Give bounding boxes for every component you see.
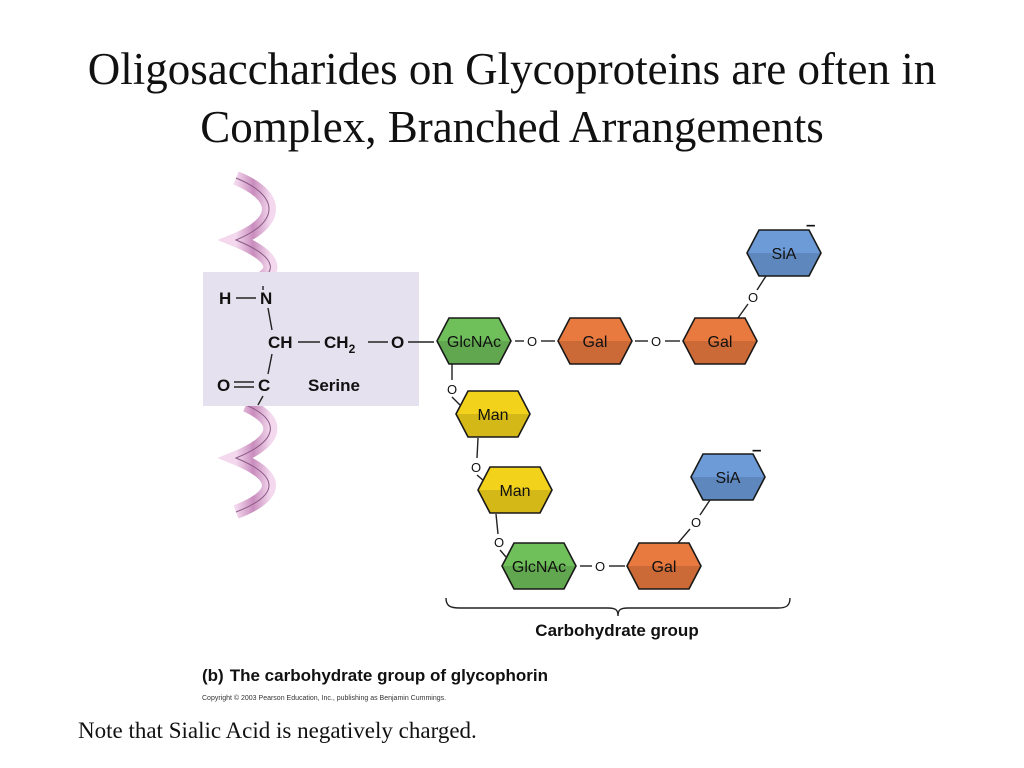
- helix-c-bond: [257, 395, 264, 406]
- sugar-label: Gal: [652, 559, 677, 576]
- nitrogen-atom: N: [260, 289, 272, 308]
- sugar-hexagon: [436, 317, 512, 365]
- sugar-glcnac-top: GlcNAc: [436, 317, 512, 365]
- sugar-hexagon: [682, 317, 758, 365]
- serine-label: Serine: [308, 376, 360, 395]
- glycosidic-links: [451, 275, 767, 567]
- figure-part-label: (b): [202, 666, 224, 685]
- sugar-label: SiA: [716, 470, 741, 487]
- oxygen-link-atom: O: [391, 333, 404, 352]
- figure-caption: (b) The carbohydrate group of glycophorin: [202, 666, 548, 685]
- sugar-hexagon-shade: [502, 566, 576, 589]
- sugar-hexagon-shade: [691, 477, 765, 500]
- sugar-label: SiA: [772, 246, 797, 263]
- title-line-2: Complex, Branched Arrangements: [200, 102, 824, 152]
- sugar-label: Man: [477, 407, 508, 424]
- sugar-man-2: Man: [477, 466, 553, 514]
- sialic-acid-note: Note that Sialic Acid is negatively char…: [78, 718, 477, 743]
- link-o-glcnac-man: O: [447, 382, 457, 397]
- sugar-hexagon: [746, 229, 822, 277]
- protein-helix-bottom: [217, 398, 278, 519]
- charge-sia-bottom: –: [752, 440, 761, 459]
- sugar-hexagon: [626, 542, 702, 590]
- sugar-hexagon-shade: [683, 341, 757, 364]
- carbohydrate-group-brace: [445, 597, 791, 617]
- sugar-hexagon-shade: [627, 566, 701, 589]
- carbonyl-carbon: C: [258, 376, 270, 395]
- protein-helix-top: [217, 171, 278, 292]
- sugar-gal-2: Gal: [682, 317, 758, 365]
- sugar-hexagon-shade: [456, 414, 530, 437]
- link-o-gal-sia-lower: O: [691, 515, 701, 530]
- link-o-gal-gal: O: [651, 334, 661, 349]
- carbohydrate-group-label: Carbohydrate group: [535, 621, 698, 640]
- sugar-hexagon-shade: [747, 253, 821, 276]
- sugar-hexagon: [557, 317, 633, 365]
- sugar-sia-bottom: SiA: [690, 453, 766, 501]
- sugar-hexagon: [501, 542, 577, 590]
- copyright-notice: Copyright © 2003 Pearson Education, Inc.…: [202, 694, 446, 702]
- sugar-label: GlcNAc: [512, 559, 566, 576]
- sugar-man-1: Man: [455, 390, 531, 438]
- ch2-group: CH2: [324, 333, 356, 356]
- sugar-hexagon: [477, 466, 553, 514]
- sugar-label: Man: [499, 483, 530, 500]
- link-o-glcnac-gal: O: [527, 334, 537, 349]
- figure-caption-text: The carbohydrate group of glycophorin: [230, 666, 548, 685]
- page-title: Oligosaccharides on Glycoproteins are of…: [0, 40, 1024, 156]
- sugar-glcnac-bottom: GlcNAc: [501, 542, 577, 590]
- link-o-glcnac-gal-lower: O: [595, 559, 605, 574]
- sugar-label: Gal: [583, 334, 608, 351]
- sugar-hexagon: [455, 390, 531, 438]
- carbonyl-oxygen: O: [217, 376, 230, 395]
- serine-box: [203, 272, 419, 406]
- link-o-man-man: O: [471, 460, 481, 475]
- sugar-hexagon-shade: [558, 341, 632, 364]
- charge-sia-top: –: [806, 215, 815, 234]
- sugar-gal-bottom: Gal: [626, 542, 702, 590]
- sugar-label: Gal: [708, 334, 733, 351]
- sugar-hexagon: [690, 453, 766, 501]
- sugar-gal-1: Gal: [557, 317, 633, 365]
- link-o-man-glcnac: O: [494, 535, 504, 550]
- link-o-gal-sia: O: [748, 290, 758, 305]
- sugar-label: GlcNAc: [447, 334, 501, 351]
- sugar-hexagon-shade: [437, 341, 511, 364]
- hydrogen-atom: H: [219, 289, 231, 308]
- sugar-sia-top: SiA: [746, 229, 822, 277]
- title-line-1: Oligosaccharides on Glycoproteins are of…: [87, 44, 937, 94]
- sugar-hexagon-shade: [478, 490, 552, 513]
- ch-c-bond: [267, 353, 273, 375]
- alpha-carbon: CH: [268, 333, 293, 352]
- n-ch-bond: [267, 307, 273, 331]
